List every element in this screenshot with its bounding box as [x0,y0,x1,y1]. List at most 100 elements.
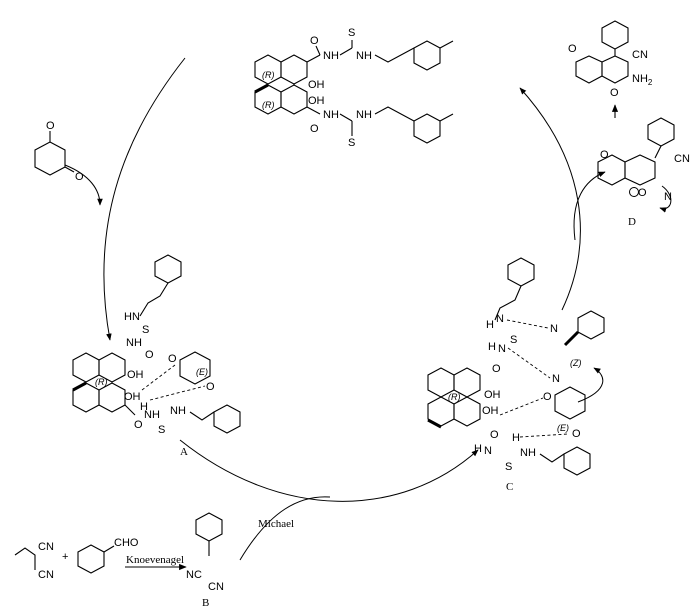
atom-o: O [145,349,154,361]
stereo-label-e: (E) [196,367,208,377]
atom-oh: OH [484,389,501,401]
atom-nh: NH [323,50,339,62]
naphthyl-ring [280,84,308,115]
atom-o: O [134,419,143,431]
product-chromene: O O CN NH2 [568,20,653,99]
label-d: D [628,216,636,228]
tolyl-ring [154,254,182,284]
atom-o: O [638,187,647,199]
atom-o: O [492,363,501,375]
stereo-label-r: (R) [262,70,275,80]
tolyl-ring [413,40,441,71]
atom-n: N [484,445,492,457]
dione-ring [179,351,211,385]
atom-o: O [75,171,84,183]
atom-h: H [140,401,148,413]
catalyst-structure: (R) (R) O NH S NH OH OH O NH S NH [254,27,454,149]
atom-nh: NH [520,447,536,459]
atom-o: O [310,123,319,135]
atom-nh: NH [170,405,186,417]
tolyl-ring [413,113,441,144]
atom-s: S [142,324,149,336]
label-a: A [180,446,188,458]
atom-n: N [664,191,672,203]
arrow-dione-in [64,164,103,206]
atom-oh: OH [124,391,141,403]
atom-h: H [488,341,496,353]
curved-electron-arrow [577,367,604,403]
label-c: C [506,481,513,493]
atom-o: O [310,35,319,47]
stereo-label-e: (E) [557,423,569,433]
atom-nh: NH [356,109,372,121]
atom-cn: CN [674,153,690,165]
atom-oh: OH [308,79,325,91]
atom-o: O [46,120,55,132]
phenyl-ring [601,20,629,50]
complex-c: H N S H N N N (Z) (R) O OH OH O (E) O H … [427,257,605,493]
atom-nh: NH [356,50,372,62]
atom-o: O [610,87,619,99]
atom-cn: CN [208,581,224,593]
stereo-label-r: (R) [262,100,275,110]
atom-o: O [600,149,609,161]
benzaldehyde-ring [77,544,105,574]
curved-electron-arrow [659,185,672,213]
complex-a: HN S NH O (R) OH OH O (E) O H O NH S NH … [72,254,241,458]
phenyl-ring [647,117,675,147]
atom-s: S [505,461,512,473]
atom-n: N [552,373,560,385]
atom-h: H [486,319,494,331]
atom-o: O [168,353,177,365]
stereo-label-r: (R) [95,377,108,387]
atom-cn: CN [632,49,648,61]
cycle-arrows: Michael [64,57,619,561]
atom-hn: HN [124,311,140,323]
arrow-a-to-c [179,439,479,502]
tolyl-ring [213,404,241,434]
atom-nc: NC [186,569,202,581]
label-knoevenagel: Knoevenagel [126,554,184,566]
tolyl-ring [507,257,535,287]
atom-nh: NH [144,409,160,421]
atom-cn: CN [38,569,54,581]
atom-o: O [543,391,552,403]
stereo-label-r: (R) [448,392,461,402]
atom-nh: NH [323,109,339,121]
label-b: B [202,597,209,609]
atom-oh: OH [127,369,144,381]
phenyl-ring [577,310,605,340]
stereo-label-z: (Z) [570,358,582,368]
atom-s: S [348,27,355,39]
atom-h: H [512,432,520,444]
arrow-c-to-catalyst [519,87,581,311]
tolyl-ring [563,446,591,476]
phenyl-ring [195,512,223,542]
atom-nh: NH [126,337,142,349]
atom-nh2: NH2 [632,73,653,87]
arrow-b-in [239,496,331,561]
atom-n: N [496,313,504,325]
arrow-catalyst-to-a [103,57,186,341]
dione-ring [554,386,586,420]
knoevenagel-reaction: CN CN + CHO Knoevenagel NC CN B [14,512,224,609]
atom-oh: OH [482,405,499,417]
atom-o: O [572,428,581,440]
atom-o: O [568,43,577,55]
atom-n: N [498,343,506,355]
charge-minus-icon [629,187,639,197]
atom-s: S [510,334,517,346]
label-michael: Michael [258,518,294,530]
atom-h: H [474,443,482,455]
atom-s: S [348,137,355,149]
plus-sign: + [62,551,68,563]
atom-cho: CHO [114,537,139,549]
atom-cn: CN [38,541,54,553]
atom-oh: OH [308,95,325,107]
cyclohexanedione: O O [34,120,84,183]
atom-o: O [490,429,499,441]
arrow-c-to-d [573,171,606,241]
atom-n: N [550,323,558,335]
